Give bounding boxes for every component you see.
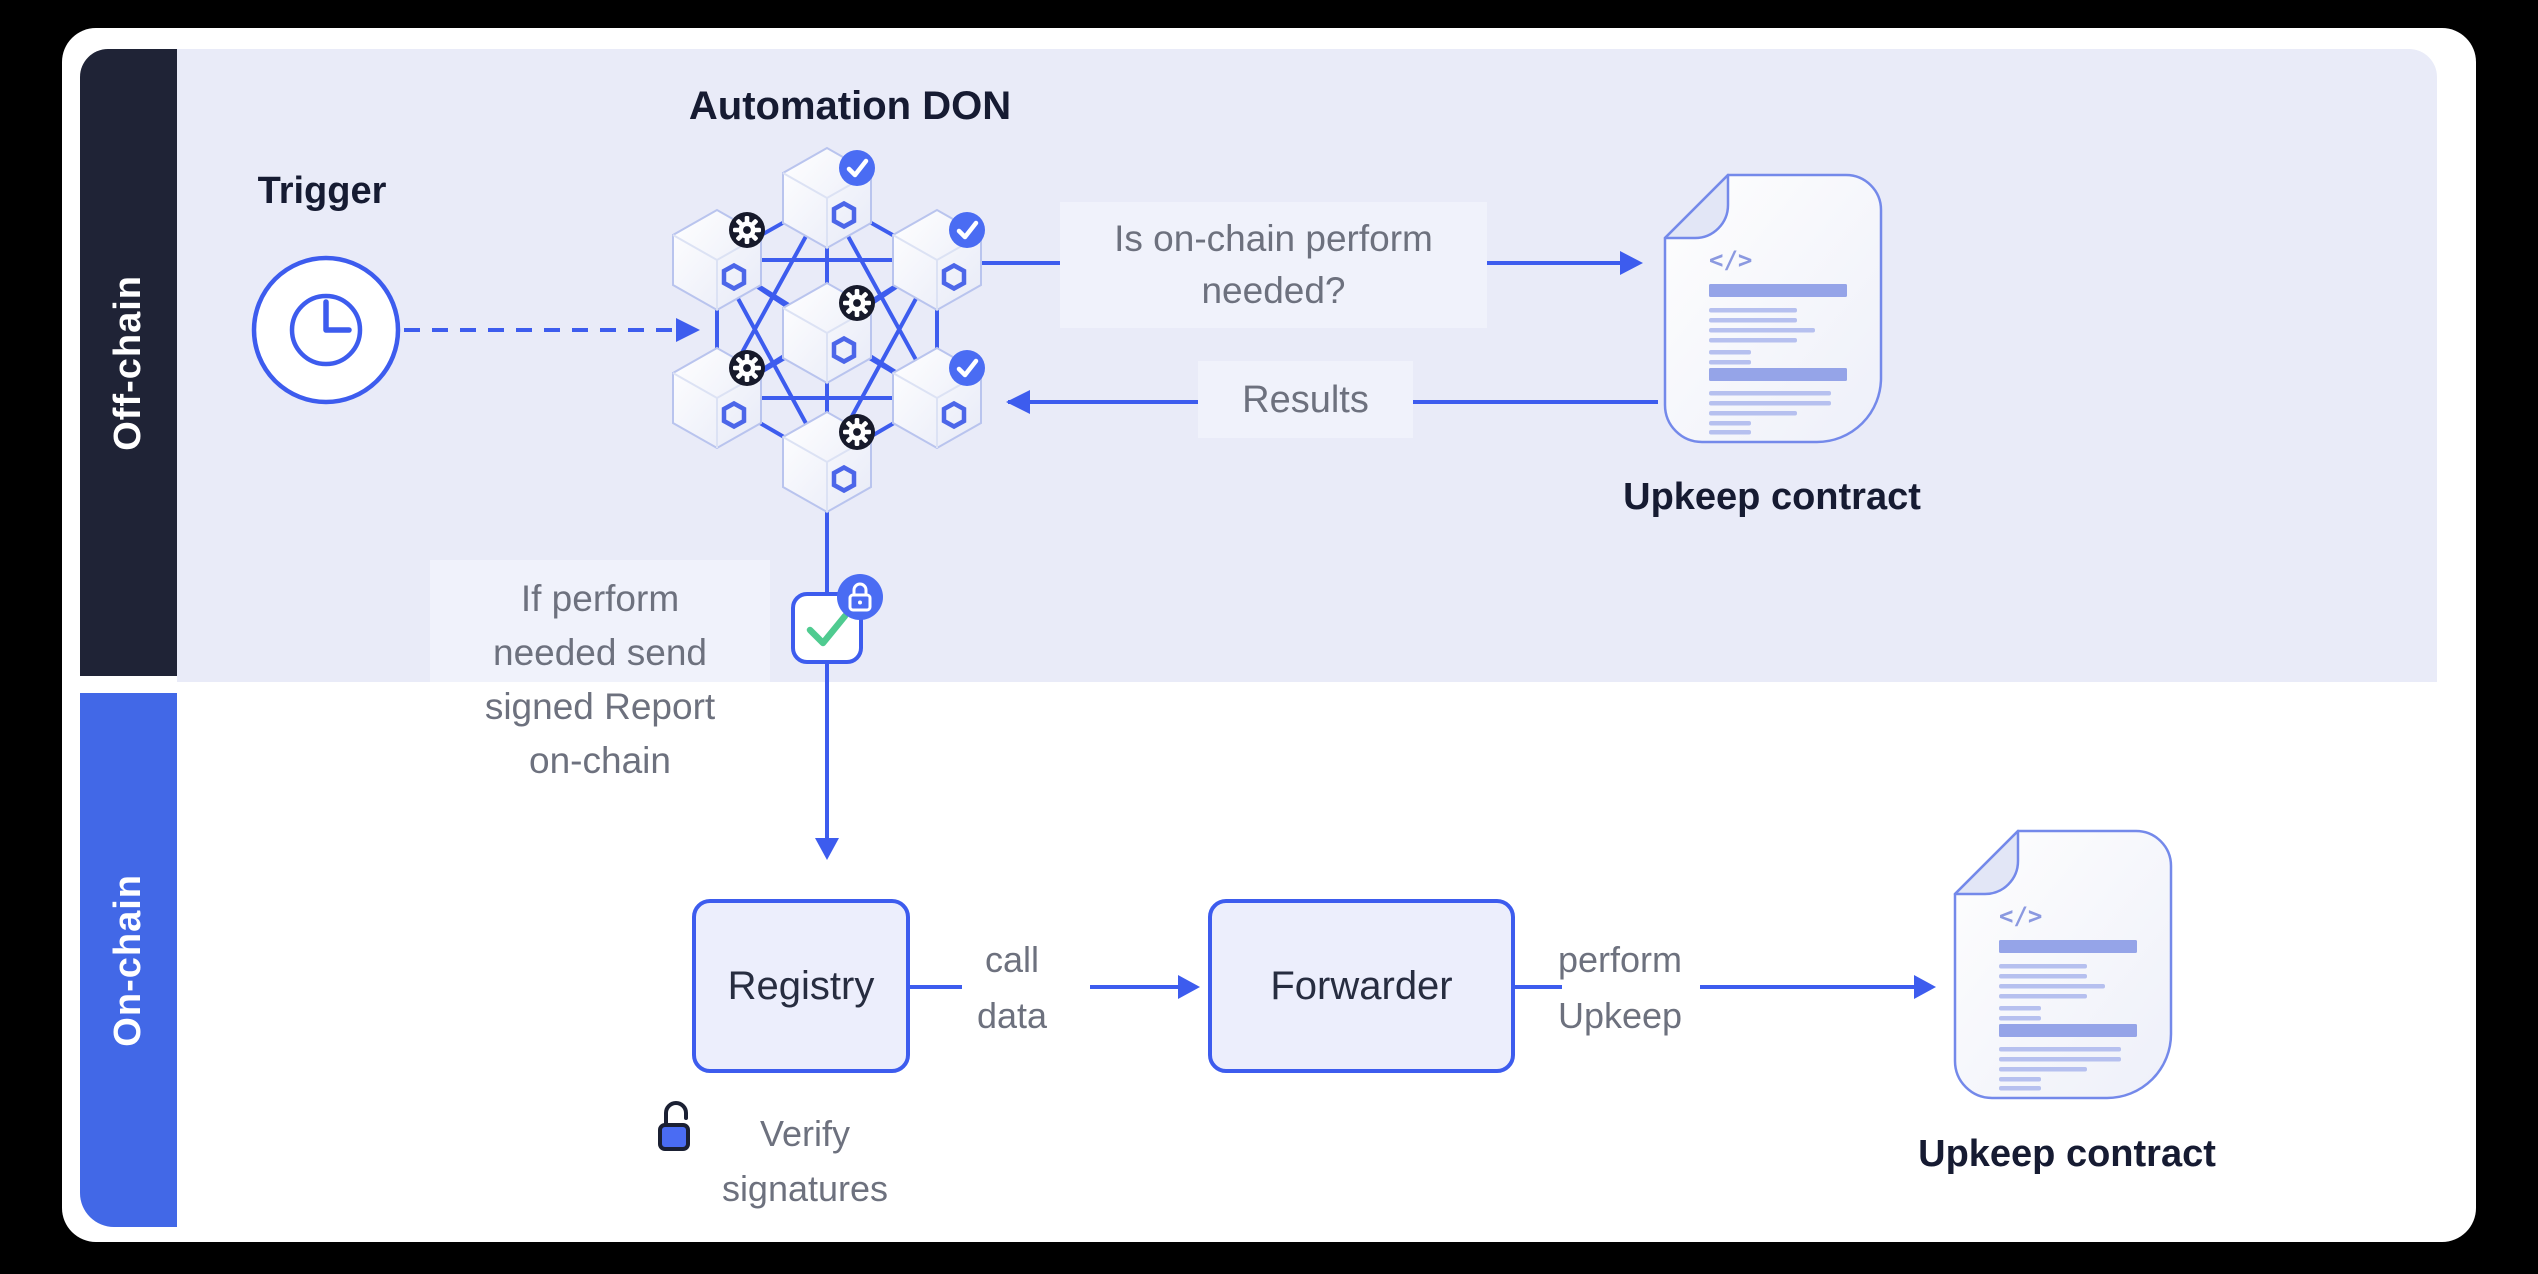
call-data-line-2: data (976, 995, 1048, 1036)
registry-box: Registry (692, 899, 910, 1073)
results-label-box: Results (1198, 361, 1413, 438)
results-label: Results (1242, 378, 1369, 421)
code-glyph: </> (1709, 246, 1752, 274)
code-glyph: </> (1999, 902, 2042, 930)
verify-signatures-label: Verify signatures (710, 1106, 900, 1216)
don-node-top-right (893, 210, 985, 310)
call-data-label: call data (942, 932, 1082, 1044)
trigger-title: Trigger (257, 170, 387, 212)
check-badge-icon (949, 350, 985, 386)
offchain-sidebar: Off-chain (80, 49, 177, 676)
forwarder-label: Forwarder (1270, 963, 1453, 1008)
lock-icon (848, 582, 872, 612)
registry-label: Registry (727, 963, 875, 1008)
don-node-bottom-left (673, 348, 765, 448)
upkeep-contract-label-bottom: Upkeep contract (1918, 1133, 2216, 1175)
onchain-label: On-chain (107, 873, 149, 1047)
report-note-line-2: needed send (493, 632, 707, 673)
gear-badge-icon (729, 350, 765, 386)
green-check-icon (806, 612, 849, 647)
don-node-center (783, 283, 875, 383)
offchain-label: Off-chain (107, 274, 149, 451)
don-node-bottom (783, 412, 875, 512)
upkeep-contract-doc-top: </> (1663, 173, 1883, 444)
upkeep-contract-doc-bottom: </> (1953, 829, 2173, 1100)
signed-report-box (791, 574, 883, 664)
don-node-bottom-right (893, 348, 985, 448)
clock-icon (251, 255, 401, 405)
gear-badge-icon (839, 414, 875, 450)
question-line-2: needed? (1201, 270, 1346, 311)
perform-upkeep-line-1: perform (1557, 939, 1683, 980)
report-note: If perform needed send signed Report on-… (420, 572, 780, 788)
onchain-sidebar: On-chain (80, 693, 177, 1227)
report-note-line-3: signed Report (484, 686, 716, 727)
don-title: Automation DON (688, 84, 1012, 128)
unlock-icon (658, 1101, 690, 1151)
report-note-background (430, 560, 770, 682)
check-badge-icon (839, 150, 875, 186)
question-line-1: Is on-chain perform (1114, 218, 1433, 259)
question-label-box: Is on-chain perform needed? (1060, 202, 1487, 328)
report-note-line-4: on-chain (529, 740, 671, 781)
verify-line-1: Verify (759, 1113, 851, 1154)
report-note-line-1: If perform (520, 578, 680, 619)
check-badge-icon (949, 212, 985, 248)
upkeep-contract-label-top: Upkeep contract (1623, 476, 1921, 518)
call-data-line-1: call (984, 939, 1040, 980)
don-network (630, 140, 1030, 540)
forwarder-box: Forwarder (1208, 899, 1515, 1073)
don-node-top (783, 148, 875, 248)
gear-badge-icon (729, 212, 765, 248)
perform-upkeep-line-2: Upkeep (1557, 995, 1683, 1036)
gear-badge-icon (839, 285, 875, 321)
perform-upkeep-label: perform Upkeep (1540, 932, 1700, 1044)
lock-badge (837, 574, 883, 620)
verify-line-2: signatures (721, 1168, 889, 1209)
don-node-top-left (673, 210, 765, 310)
